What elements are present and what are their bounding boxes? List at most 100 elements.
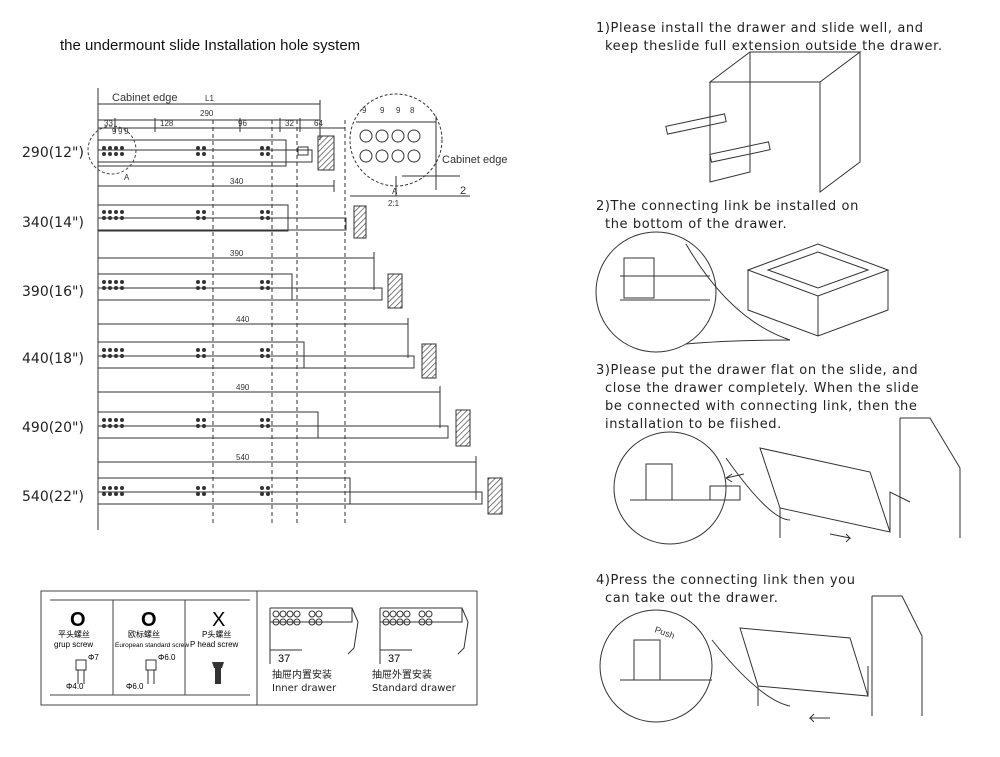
screw-en-3: P head screw [190,640,239,649]
mount-hole [202,348,206,352]
mount-hole [114,492,118,496]
screw-en-2: European standard screw [115,642,189,649]
mount-hole [196,354,200,358]
step-3-text: 3)Please put the drawer flat on the slid… [596,363,920,432]
drawer-dim-2: 37 [388,653,400,665]
screw-en-1: grup screw [54,640,93,649]
cabinet-edge-label: Cabinet edge [112,92,177,104]
legend-hole [425,618,433,626]
dim-96: 96 [238,119,247,128]
length-390: 390 [230,249,244,258]
drawer-en-1: Inner drawer [272,683,337,694]
mount-hole [260,348,264,352]
mount-hole [120,286,124,290]
step-1-text: 1)Please install the drawer and slide we… [596,21,943,54]
mount-hole [266,152,270,156]
legend-hole [272,618,280,626]
mount-hole [120,424,124,428]
detail-pitch-3: 9 [396,106,401,115]
legend-hole [293,618,301,626]
mount-hole [102,354,106,358]
detail-a: A [392,187,398,196]
size-label-390: 390(16") [22,284,84,300]
mount-hole [260,418,264,422]
screw-cn-2: 欧标螺丝 [128,629,160,639]
mount-hole [114,280,118,284]
mount-hole [102,418,106,422]
mount-hole [108,418,112,422]
mount-hole [266,418,270,422]
mount-hole [196,286,200,290]
mount-hole [108,210,112,214]
mount-hole [266,280,270,284]
detail-hole [375,149,389,163]
mount-hole [120,146,124,150]
drawer-cn-2: 抽屉外置安装 [372,668,432,681]
mount-hole [266,492,270,496]
detail-hole [407,149,421,163]
screw-dim2-2: Φ6.0 [126,682,144,691]
mount-hole [266,348,270,352]
mount-hole [120,486,124,490]
length-440: 440 [236,315,250,324]
legend-hole [315,610,323,618]
detail-pitch-1: 9 [362,106,367,115]
drawer-dim-1: 37 [278,653,290,665]
mount-hole [260,280,264,284]
mount-hole [120,210,124,214]
legend-hole [396,618,404,626]
mount-hole [196,152,200,156]
detail-hole [391,129,405,143]
mount-hole [202,152,206,156]
mount-hole [260,286,264,290]
length-490: 490 [236,383,250,392]
mount-hole [196,348,200,352]
size-label-340: 340(14") [22,215,84,231]
mount-hole [120,492,124,496]
l1-label: L1 [205,94,214,103]
mount-hole [266,210,270,214]
screw-symbol-1: O [70,609,86,631]
legend-hole [418,618,426,626]
detail-hole [407,129,421,143]
legend-hole [389,610,397,618]
mount-hole [102,348,106,352]
mount-hole [114,152,118,156]
legend-hole [279,618,287,626]
mount-hole [202,210,206,214]
step-2-illustration [595,231,890,353]
mount-hole [114,146,118,150]
mount-hole [108,152,112,156]
dim-33: 33 [104,119,113,128]
mount-hole [114,348,118,352]
mount-hole [260,486,264,490]
mount-hole [120,418,124,422]
screw-dim2-1: Φ4.0 [66,682,84,691]
screw-cn-3: P头螺丝 [202,629,231,639]
mount-hole [196,280,200,284]
mount-hole [120,348,124,352]
length-540: 540 [236,453,250,462]
mount-hole [102,146,106,150]
mount-hole [202,286,206,290]
mount-hole [266,354,270,358]
mount-hole [108,286,112,290]
mount-hole [108,354,112,358]
legend-hole [403,610,411,618]
mount-hole [260,146,264,150]
legend-hole [315,618,323,626]
mount-hole [202,280,206,284]
mount-hole [202,216,206,220]
slide-hole-diagram: Cabinet edge L1 290 33 128 96 32 64 9 9 … [87,88,507,530]
mount-hole [102,216,106,220]
mount-hole [196,486,200,490]
mount-hole [196,424,200,428]
mount-hole [108,424,112,428]
mount-hole [260,216,264,220]
mount-hole [260,424,264,428]
dim-64: 64 [314,119,323,128]
mount-hole [196,492,200,496]
size-label-290: 290(12") [22,145,84,161]
screw-symbol-3: X [212,609,225,631]
